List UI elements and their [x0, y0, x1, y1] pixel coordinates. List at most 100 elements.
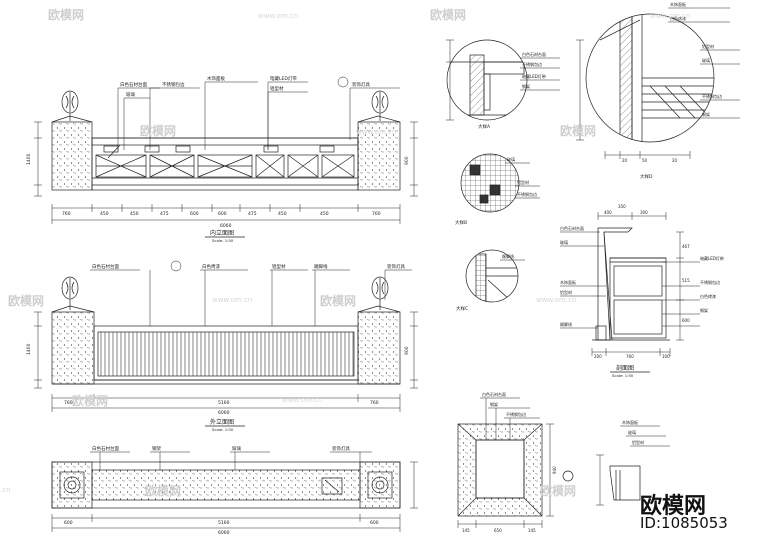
small-section-label-2: 玻璃 [628, 429, 636, 435]
outer-pier-left [51, 311, 95, 385]
brand-id: ID:1085053 [640, 514, 728, 532]
section-leaders [560, 212, 700, 356]
stone-pier-right [357, 121, 401, 191]
dim-plan-total: 6060 [218, 530, 230, 536]
planter-dim-side: 940 [552, 466, 557, 474]
brand-logo: 欧模网 [640, 494, 707, 519]
plan-leaders [90, 451, 372, 470]
section-label-9: 钢架 [700, 307, 708, 313]
planter-dim-2: 650 [494, 528, 502, 533]
dim-plan-sub: 5160 [218, 520, 230, 526]
detail-a-label-2: 不锈钢包边 [522, 61, 542, 67]
dim-inner-7: 450 [278, 211, 287, 217]
dim-inner-total: 6060 [220, 223, 232, 229]
section-front-panel [597, 227, 633, 341]
detail-d-label-1: 木饰面板 [670, 1, 686, 7]
watermark-site-4: www.om.cn [212, 296, 253, 304]
label-outer-base: 踢脚线 [314, 263, 328, 270]
detail-a-label-1: 白色石材台面 [522, 51, 546, 57]
lamp-right-icon [371, 90, 389, 121]
dim-inner-9: 760 [372, 211, 381, 217]
outer-elevation-title: 外立面图 [210, 418, 234, 426]
label-rail: 铝型材 [270, 85, 284, 92]
label-outer-rail: 铝型材 [272, 263, 286, 270]
section-dim-top-2: 300 [640, 210, 648, 215]
dim-outer-total: 6060 [218, 410, 230, 416]
inner-elevation-title: 内立面图 [210, 229, 234, 237]
plan-pot-left-icon [59, 471, 85, 499]
dim-inner-height: 1400 [26, 153, 32, 165]
detail-a: 白色石材台面 不锈钢包边 暗藏LED灯带 钢架 大样A [446, 39, 560, 130]
section-dim-right-3: 600 [682, 318, 690, 323]
planter-label-3: 不锈钢包边 [506, 411, 526, 417]
label-outer-paint: 白色烤漆 [202, 263, 220, 270]
detail-d-label-2: 白色烤漆 [670, 15, 686, 21]
inner-dimensions [34, 121, 418, 224]
dim-inner-4: 600 [190, 211, 199, 217]
detail-a-label-4: 钢架 [522, 83, 530, 89]
watermark-logo-6: 欧模网 [320, 294, 357, 308]
watermark-site-3: www.om.cn [356, 128, 397, 136]
section-label-2: 玻璃 [560, 239, 568, 245]
label-plan-stone: 白色石材台面 [92, 445, 119, 452]
detail-b-label-1: 玻璃 [507, 156, 515, 162]
section-dim-top-3: 350 [618, 204, 626, 209]
watermark-logo-3: 欧模网 [140, 124, 177, 138]
small-section-label-1: 木饰面板 [622, 419, 638, 425]
dim-inner-0: 760 [62, 211, 71, 217]
inner-leaders [117, 76, 400, 150]
detail-a-label-3: 暗藏LED灯带 [522, 73, 546, 79]
dim-inner-3: 475 [160, 211, 169, 217]
lattice-panels [95, 145, 355, 178]
detail-c-title: 大样C [456, 305, 468, 312]
section-label-6: 暗藏LED灯带 [700, 255, 724, 261]
section-cabinet [609, 257, 667, 339]
detail-b-label-3: 不锈钢包边 [517, 191, 537, 197]
dim-inner-8: 450 [320, 211, 329, 217]
stone-pier-left [51, 121, 93, 191]
watermark-logo-5: 欧模网 [8, 294, 45, 308]
watermark-site-5: www.om.cn [536, 296, 577, 304]
label-plan-glass: 玻璃 [232, 445, 241, 452]
label-lamp: 装饰灯具 [352, 81, 370, 88]
slat-panel [97, 331, 355, 377]
small-section-label-3: 铝型材 [632, 439, 644, 445]
watermark-site-1: www.om.cn [258, 12, 299, 20]
dim-inner-6: 475 [248, 211, 257, 217]
watermark-site-2: www.om.cn [650, 12, 691, 20]
section-dim-top-1: 400 [604, 210, 612, 215]
section-dim-bottom-2: 760 [626, 354, 634, 359]
section-label-3: 木饰面板 [560, 279, 576, 285]
plan-view: 白色石材台面 钢架 玻璃 装饰灯具 600 5160 600 6060 [51, 445, 418, 536]
detail-d-dim-3: 20 [672, 158, 678, 163]
watermark-logo-1: 欧模网 [48, 8, 85, 22]
detail-b-title: 大样B [455, 219, 467, 226]
detail-a-title: 大样A [478, 123, 491, 130]
watermark-logo-8: 欧模网 [145, 484, 182, 498]
lamp-right-icon-2 [371, 276, 389, 310]
detail-d-label-6: 钢架 [702, 111, 710, 117]
section-label-8: 白色烤漆 [700, 293, 716, 299]
planter-label-1: 白色石材台面 [482, 391, 506, 397]
section-view: 白色石材台面 玻璃 木饰面板 铝型材 踢脚线 暗藏LED灯带 不锈钢包边 白色烤… [560, 204, 724, 378]
watermark-logo-2: 欧模网 [430, 8, 467, 22]
section-label-5: 踢脚线 [560, 321, 572, 327]
planter-label-2: 钢架 [490, 401, 498, 407]
detail-d-label-3: 铝型材 [702, 43, 714, 49]
watermark-logo-4: 欧模网 [560, 124, 597, 138]
dim-outer-sub: 5160 [218, 400, 230, 406]
outer-dimensions [34, 311, 418, 412]
detail-b: 玻璃 铝型材 不锈钢包边 大样B [455, 153, 540, 226]
dim-outer-right: 760 [370, 400, 379, 406]
outer-leaders [90, 260, 412, 326]
section-scale: Scale: 1:50 [612, 373, 634, 378]
label-outer-stone: 白色石材台面 [92, 263, 119, 270]
planter-leaders [457, 397, 554, 528]
label-glass: 玻璃 [126, 91, 135, 98]
label-led: 暗藏LED灯带 [270, 75, 297, 82]
label-metal: 不锈钢包边 [162, 81, 185, 88]
section-label-7: 不锈钢包边 [700, 279, 720, 285]
planter-detail: 白色石材台面 钢架 不锈钢包边 145 650 145 940 [457, 391, 557, 533]
detail-c: 踢脚线 大样C [456, 249, 525, 312]
section-dim-bottom-1: 200 [594, 354, 602, 359]
